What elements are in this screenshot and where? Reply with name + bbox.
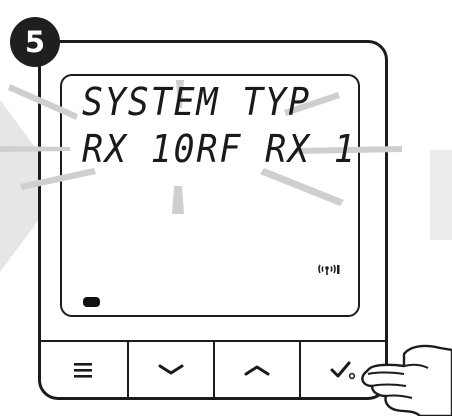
- instruction-illustration: SYSTEM TYP RX 10RF RX 1: [0, 0, 452, 416]
- pointing-hand-icon: [0, 0, 452, 416]
